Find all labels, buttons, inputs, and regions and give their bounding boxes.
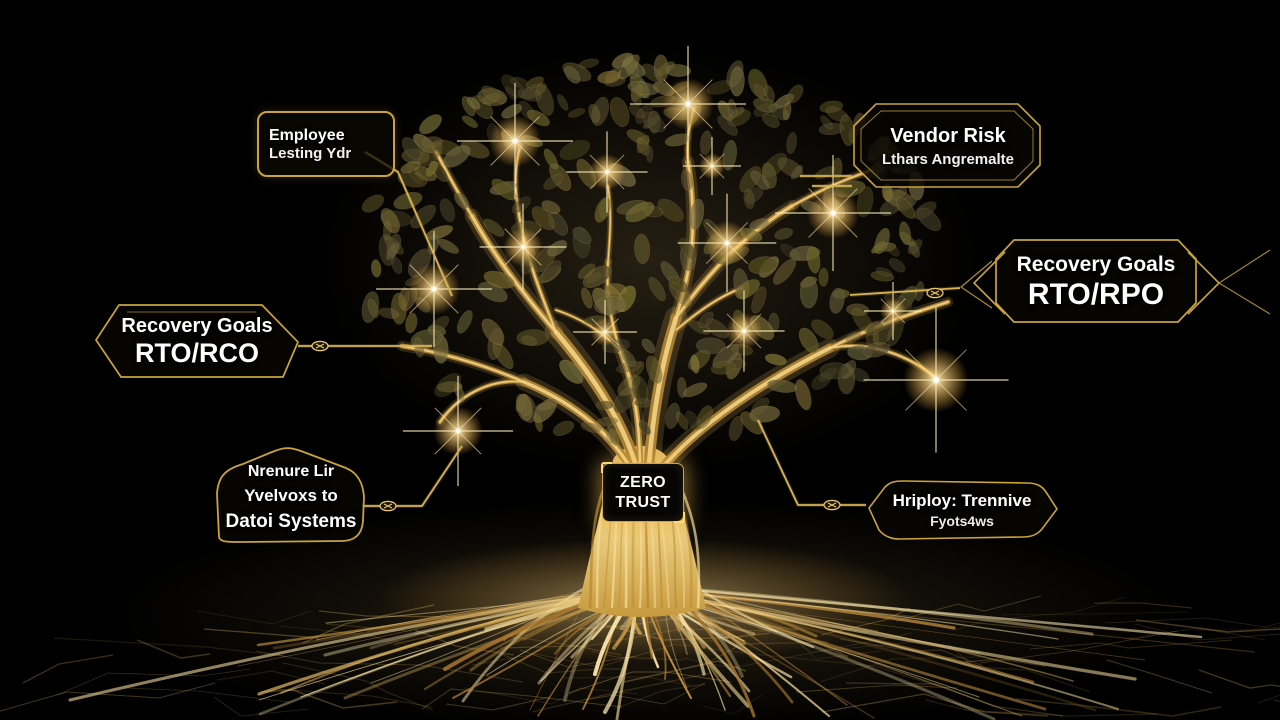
connector-knot-icon	[379, 500, 397, 512]
glow-star-icon	[863, 307, 1009, 453]
callout-recovery-goals-left: Recovery Goals RTO/RCO	[100, 308, 294, 376]
callout-line: Lthars Angremalte	[882, 150, 1014, 168]
callout-line: Nrenure Lir	[247, 463, 335, 481]
root-network-mesh	[0, 595, 1280, 717]
connector-knot-icon	[311, 340, 329, 352]
callout-line: Vendor Risk	[890, 124, 1006, 147]
zero-trust-badge: ZERO TRUST	[601, 462, 685, 523]
glow-star-icon	[566, 131, 648, 213]
glow-star-icon	[775, 155, 891, 271]
callout-line: Recovery Goals	[121, 315, 273, 337]
glow-star-icon	[683, 137, 741, 195]
glow-star-icon	[630, 46, 746, 162]
glow-star-icon	[479, 203, 567, 291]
callout-vendor-risk: Vendor Risk Lthars Angremalte	[856, 106, 1040, 186]
glow-star-icon	[573, 300, 637, 364]
badge-line: TRUST	[615, 493, 671, 511]
callout-line: Datoi Systems	[225, 511, 357, 533]
callout-line: RTO/RCO	[134, 338, 259, 368]
callout-network-data-systems: Nrenure Lir Yvelvoxs to Datoi Systems	[220, 455, 362, 541]
callout-line: Yvelvoxs to	[244, 485, 338, 505]
glow-star-icon	[457, 83, 573, 199]
connector-knot-icon	[823, 499, 841, 511]
connector-knot-icon	[926, 287, 944, 299]
callout-recovery-goals-right: Recovery Goals RTO/RPO	[998, 244, 1194, 320]
glow-star-icon	[677, 193, 777, 293]
callout-line: Lesting Ydr	[269, 144, 352, 162]
callout-line: Hriploy: Trennive	[892, 491, 1032, 510]
glow-star-icon	[703, 290, 785, 372]
glow-star-icon	[402, 375, 514, 487]
badge-line: ZERO	[619, 473, 667, 491]
callout-line: Fyots4ws	[930, 513, 994, 529]
glow-star-icon	[376, 231, 492, 347]
callout-frames	[94, 103, 1271, 543]
callout-line: Employee	[269, 126, 345, 144]
callout-employee-testing: Employee Lesting Ydr	[257, 111, 395, 177]
callout-line: RTO/RPO	[1027, 277, 1165, 311]
callout-line: Recovery Goals	[1016, 252, 1176, 276]
callout-employ-training: Hriploy: Trennive Fyots4ws	[872, 483, 1052, 537]
